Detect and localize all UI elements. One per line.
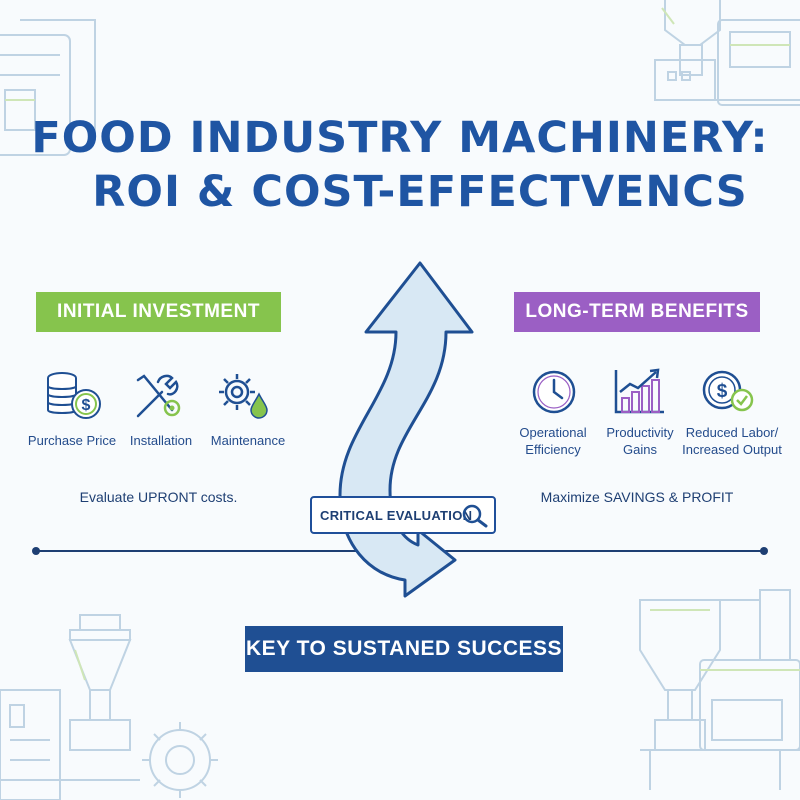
magnifier-icon: [462, 504, 488, 528]
operational-efficiency-label: Operational Efficiency: [519, 425, 587, 457]
right-summary: Maximize SAVINGS & PROFIT: [540, 489, 734, 505]
purchase-price-label: Purchase Price: [27, 433, 117, 448]
key-to-success-banner: KEY TO SUSTANED SUCCESS: [245, 626, 563, 672]
coins-dollar-icon: $: [47, 372, 101, 419]
left-summary: Evaluate UPRONT costs.: [79, 489, 238, 505]
long-term-benefits-banner: LONG-TERM BENEFITS: [514, 292, 760, 332]
installation-label: Installation: [129, 433, 193, 448]
productivity-gains-label: Productivity Gains: [606, 425, 674, 457]
maintenance-label: Maintenance: [210, 433, 286, 448]
reduced-labor-label: Reduced Labor/ Increased Output: [682, 425, 782, 457]
critical-evaluation-label: CRITICAL EVALUATION: [320, 508, 473, 523]
initial-investment-banner: INITIAL INVESTMENT: [36, 292, 281, 332]
gear-drop-icon: [219, 374, 268, 419]
tools-gear-icon: [136, 374, 181, 418]
page-title-line2: ROI & COST-EFFECTVENCS: [92, 167, 748, 217]
svg-text:$: $: [717, 381, 728, 402]
clock-icon: [532, 370, 576, 414]
page-title-line1: FOOD INDUSTRY MACHINERY:: [31, 113, 769, 163]
bar-chart-growth-icon: [614, 368, 664, 414]
svg-text:$: $: [82, 397, 91, 414]
critical-evaluation-box: CRITICAL EVALUATION: [310, 496, 496, 534]
dollar-check-icon: $: [702, 370, 754, 412]
